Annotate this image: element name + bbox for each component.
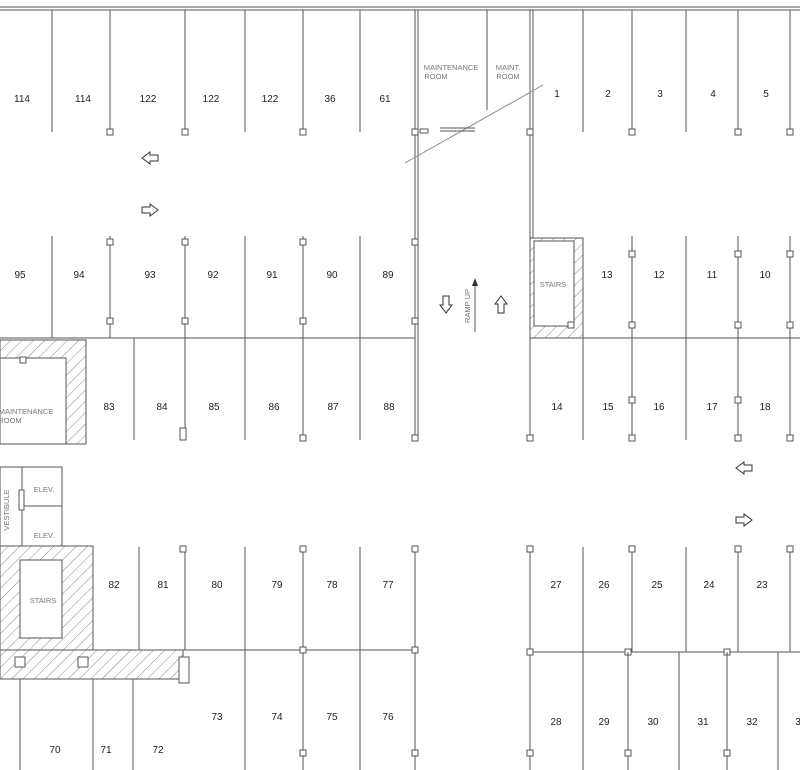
posts-row2 — [106, 238, 794, 329]
stall-number: 29 — [598, 717, 610, 728]
stall-number: 122 — [262, 94, 279, 105]
stall-number: 61 — [379, 94, 391, 105]
stall-number: 28 — [550, 717, 562, 728]
ramp-up-label: RAMP UP — [463, 289, 472, 323]
stall-number: 10 — [759, 270, 771, 281]
stairs-label: STAIRS — [30, 596, 57, 605]
room-labels: MAINTENANCE ROOM MAINT. ROOM STAIRS MAIN… — [0, 63, 566, 605]
stall-dividers-row3 — [133, 338, 791, 440]
center-stairs — [529, 237, 584, 339]
stall-number: 25 — [651, 580, 663, 591]
stall-number: 70 — [49, 745, 61, 756]
posts-row3 — [179, 396, 794, 442]
stall-number: 89 — [382, 270, 394, 281]
stall-number: 23 — [756, 580, 768, 591]
stall-number: 88 — [383, 402, 395, 413]
arrow-left-icon — [735, 461, 753, 475]
stall-number: 74 — [271, 712, 283, 723]
elevator-label: ELEV. — [34, 531, 55, 540]
stall-number: 78 — [326, 580, 338, 591]
posts-row4 — [179, 545, 794, 656]
stall-number: 1 — [554, 89, 560, 100]
stall-number: 76 — [382, 712, 394, 723]
stall-numbers-row3: 83 84 85 86 87 88 14 15 16 17 18 — [103, 402, 771, 413]
stall-number: 95 — [14, 270, 26, 281]
stall-numbers-row4: 82 81 80 79 78 77 27 26 25 24 23 — [108, 580, 768, 591]
stall-number: 27 — [550, 580, 562, 591]
maintenance-room-label: ROOM — [0, 416, 22, 425]
stall-number: 81 — [157, 580, 169, 591]
arrow-down-icon — [439, 295, 453, 314]
maintenance-room-label: ROOM — [424, 72, 447, 81]
arrow-left-icon — [141, 151, 159, 165]
maintenance-room-label: MAINTENANCE — [0, 407, 53, 416]
maintenance-room-label: MAINTENANCE — [424, 63, 479, 72]
stall-dividers-row2 — [0, 236, 800, 339]
stall-number: 14 — [551, 402, 563, 413]
stall-number: 114 — [75, 94, 91, 105]
stall-number: 75 — [326, 712, 338, 723]
outer-wall-top — [0, 6, 800, 11]
stall-number: 77 — [382, 580, 394, 591]
posts-bottom — [299, 749, 731, 757]
stall-number: 72 — [152, 745, 164, 756]
maint-room-label: MAINT. — [496, 63, 521, 72]
stall-number: 32 — [746, 717, 758, 728]
stall-number: 24 — [703, 580, 715, 591]
stall-number: 92 — [207, 270, 219, 281]
stall-number: 30 — [647, 717, 659, 728]
stall-number: 17 — [706, 402, 718, 413]
stall-number: 87 — [327, 402, 339, 413]
stall-number: 93 — [144, 270, 156, 281]
stall-number: 83 — [103, 402, 115, 413]
stall-number: 4 — [710, 89, 716, 100]
stall-number: 85 — [208, 402, 220, 413]
stall-number: 86 — [268, 402, 280, 413]
posts-top — [106, 128, 794, 136]
stall-number: 3 — [657, 89, 663, 100]
stall-number: 80 — [211, 580, 223, 591]
stairs-label: STAIRS — [540, 280, 567, 289]
stall-number: 122 — [203, 94, 220, 105]
stall-number: 18 — [759, 402, 771, 413]
arrow-right-icon — [735, 513, 753, 527]
stall-number: 94 — [73, 270, 85, 281]
stall-dividers-row4 — [138, 547, 800, 770]
stall-number: 5 — [763, 89, 769, 100]
stall-number: 3 — [795, 717, 800, 728]
stall-number: 73 — [211, 712, 223, 723]
stall-number: 114 — [14, 94, 30, 105]
ramp-arrow-icon — [472, 278, 478, 332]
vestibule-label: VESTIBULE — [2, 489, 11, 530]
stall-numbers-row2: 95 94 93 92 91 90 89 13 12 11 10 — [14, 270, 771, 281]
maintenance-door — [404, 84, 544, 164]
stall-numbers-row5: 73 74 75 76 70 71 72 28 29 30 31 32 3 — [49, 712, 800, 756]
stall-number: 90 — [326, 270, 338, 281]
arrow-right-icon — [141, 203, 159, 217]
stall-number: 84 — [156, 402, 168, 413]
stall-number: 71 — [100, 745, 112, 756]
stall-number: 91 — [266, 270, 278, 281]
stall-number: 26 — [598, 580, 610, 591]
stall-number: 31 — [697, 717, 709, 728]
maint-room-label: ROOM — [496, 72, 519, 81]
stall-number: 36 — [324, 94, 336, 105]
stall-number: 15 — [602, 402, 614, 413]
stall-number: 11 — [707, 270, 718, 281]
stall-number: 82 — [108, 580, 120, 591]
elevator-label: ELEV. — [34, 485, 55, 494]
arrow-up-icon — [494, 295, 508, 314]
left-core — [0, 339, 190, 684]
stall-number: 79 — [271, 580, 283, 591]
stall-number: 13 — [601, 270, 613, 281]
stall-number: 2 — [605, 89, 611, 100]
stall-number: 122 — [140, 94, 157, 105]
stall-number: 12 — [653, 270, 665, 281]
stall-dividers-top — [51, 10, 791, 440]
stall-number: 16 — [653, 402, 665, 413]
stall-numbers-top: 114 114 122 122 122 36 61 1 2 3 4 5 — [14, 89, 769, 105]
